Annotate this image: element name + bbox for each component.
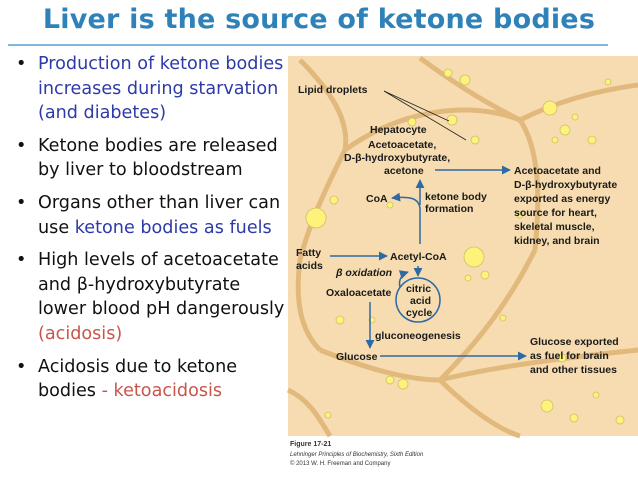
hepatocyte-label: Hepatocyte [370,124,427,136]
bullet-highlight: ketone bodies as fuels [74,217,272,238]
citric-label-2: acid [410,295,431,307]
beta-oxidation-label: β oxidation [335,267,392,279]
export-ketone-text: Acetoacetate and D-β-hydroxybutyrate exp… [514,165,617,247]
bullet-item: • Production of ketone bodies increases … [10,52,285,126]
figure-label: Figure 17-21 [290,441,331,448]
bullet-dot: • [16,135,27,156]
bullet-highlight: (acidosis) [38,323,123,344]
coa-label: CoA [366,193,388,205]
citric-label-3: cycle [406,307,432,319]
bullet-text: Ketone bodies are released by liver to b… [38,135,278,181]
export-ketone-line: Acetoacetate and [514,165,601,177]
export-ketone-line: source for heart, [514,207,597,219]
bullet-dot: • [16,192,27,213]
export-ketone-line: D-β-hydroxybutyrate [514,179,617,191]
export-ketone-line: kidney, and brain [514,235,600,247]
page-title: Liver is the source of ketone bodies [42,4,596,35]
ketone-formation-label-1: ketone body [425,191,487,203]
cycle-arrow [398,270,409,288]
bullet-text: Production of ketone bodies increases du… [38,54,284,124]
export-glucose-line: as fuel for brain [530,350,609,362]
export-glucose-line: and other tissues [530,364,617,376]
lipid-droplets-label: Lipid droplets [298,84,368,96]
bullet-item: • Acidosis due to ketone bodies - ketoac… [10,355,285,404]
lipid-droplets [305,68,625,425]
citric-label-1: citric [406,283,431,295]
ketones-line3: acetone [384,165,424,177]
bullet-dot: • [16,54,27,74]
export-ketone-line: exported as energy [514,193,610,205]
bullet-text: Acidosis due to ketone bodies [38,356,238,402]
credit-line-2: © 2013 W. H. Freeman and Company [290,460,390,467]
bullet-item: • Ketone bodies are released by liver to… [10,134,285,183]
bullet-item: • Organs other than liver can use ketone… [10,191,285,240]
lipid-pointer [383,90,450,122]
export-glucose-line: Glucose exported [530,336,619,348]
credit-line-1: Lehninger Principles of Biochemistry, Si… [290,452,424,458]
bullet-text: Organs other than liver can use [38,192,281,238]
bullet-highlight: - ketoacidosis [101,381,223,402]
export-ketone-line: skeletal muscle, [514,221,595,233]
lipid-pointer [383,90,467,141]
bullet-text: High levels of acetoacetate and β-hydrox… [38,250,285,320]
glucose-label: Glucose [336,351,378,363]
bullet-dot: • [16,250,27,271]
gluconeogenesis-label: gluconeogenesis [375,330,461,342]
fatty-acids-label-1: Fatty [296,247,321,259]
title-underline [8,44,608,46]
acetyl-coa-label: Acetyl-CoA [390,251,447,263]
bullet-list: • Production of ketone bodies increases … [10,52,285,412]
ketone-formation-label-2: formation [425,203,473,215]
coa-release-arrow [391,192,421,244]
ketones-line2: D-β-hydroxybutyrate, [344,152,450,164]
ketones-line1: Acetoacetate, [368,139,436,151]
bullet-item: • High levels of acetoacetate and β-hydr… [10,248,285,346]
bullet-dot: • [16,356,27,377]
export-glucose-text: Glucose exported as fuel for brain and o… [530,336,619,376]
oxaloacetate-label: Oxaloacetate [326,287,392,299]
cell-borders [286,55,638,439]
citric-acid-cycle-ring [395,277,441,323]
fatty-acids-label-2: acids [296,260,323,272]
